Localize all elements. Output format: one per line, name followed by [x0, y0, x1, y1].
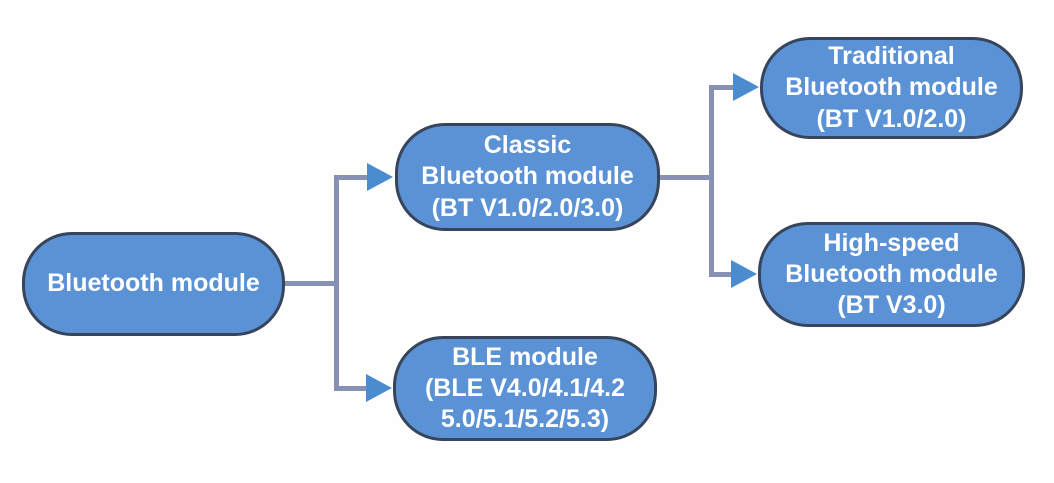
node-classic-bluetooth-module-label: Classic Bluetooth module (BT V1.0/2.0/3.…	[421, 131, 634, 222]
node-bluetooth-module-label: Bluetooth module	[47, 269, 260, 298]
edge-to-high-speed-line	[709, 272, 733, 277]
node-traditional-bluetooth-module-label: Traditional Bluetooth module (BT V1.0/2.…	[785, 42, 998, 133]
node-bluetooth-module: Bluetooth module	[22, 232, 285, 336]
edge-to-traditional-line	[709, 85, 735, 90]
edge-to-ble-line	[334, 386, 367, 391]
node-high-speed-bluetooth-module: High-speed Bluetooth module (BT V3.0)	[758, 222, 1025, 327]
node-ble-module: BLE module (BLE V4.0/4.1/4.2 5.0/5.1/5.2…	[393, 336, 657, 441]
node-traditional-bluetooth-module: Traditional Bluetooth module (BT V1.0/2.…	[760, 37, 1023, 139]
edge-to-classic-line	[334, 175, 368, 180]
arrowhead-classic-icon	[367, 163, 393, 191]
node-high-speed-bluetooth-module-label: High-speed Bluetooth module (BT V3.0)	[785, 228, 998, 320]
edge-root-trunk-line	[334, 175, 339, 391]
arrowhead-traditional-icon	[733, 73, 759, 101]
node-ble-module-label: BLE module (BLE V4.0/4.1/4.2 5.0/5.1/5.2…	[424, 342, 626, 434]
arrowhead-high-speed-icon	[731, 260, 757, 288]
edge-classic-out-line	[658, 175, 714, 180]
arrowhead-ble-icon	[366, 374, 392, 402]
node-classic-bluetooth-module: Classic Bluetooth module (BT V1.0/2.0/3.…	[395, 123, 660, 231]
edge-root-out-line	[283, 281, 339, 286]
edge-classic-trunk-line	[709, 85, 714, 277]
